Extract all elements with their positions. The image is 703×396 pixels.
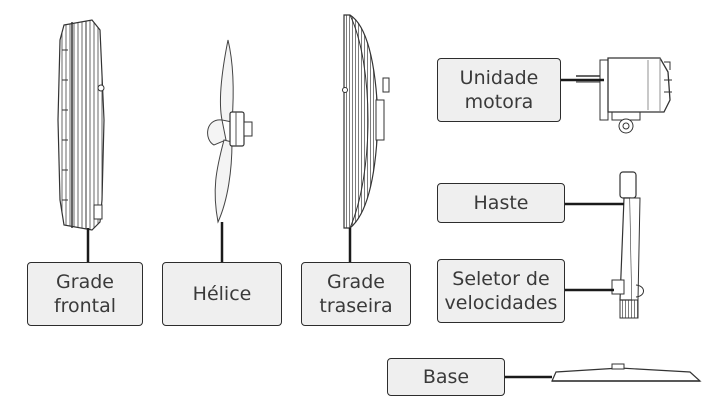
label-unidade-motora: Unidade motora	[437, 58, 561, 122]
label-seletor-de-velocidades: Seletor de velocidades	[437, 259, 565, 323]
base-drawing	[551, 363, 702, 382]
motor-unit-drawing	[576, 57, 672, 134]
label-base: Base	[387, 358, 505, 396]
front-grille-drawing	[57, 19, 105, 231]
label-grade-frontal: Grade frontal	[27, 262, 143, 326]
label-grade-traseira: Grade traseira	[301, 262, 411, 326]
rear-grille-drawing	[342, 14, 390, 229]
label-haste: Haste	[437, 183, 565, 223]
propeller-drawing	[207, 39, 253, 224]
label-helice: Hélice	[162, 262, 282, 326]
leader-lines	[86, 78, 624, 379]
pole-drawing	[611, 171, 644, 319]
